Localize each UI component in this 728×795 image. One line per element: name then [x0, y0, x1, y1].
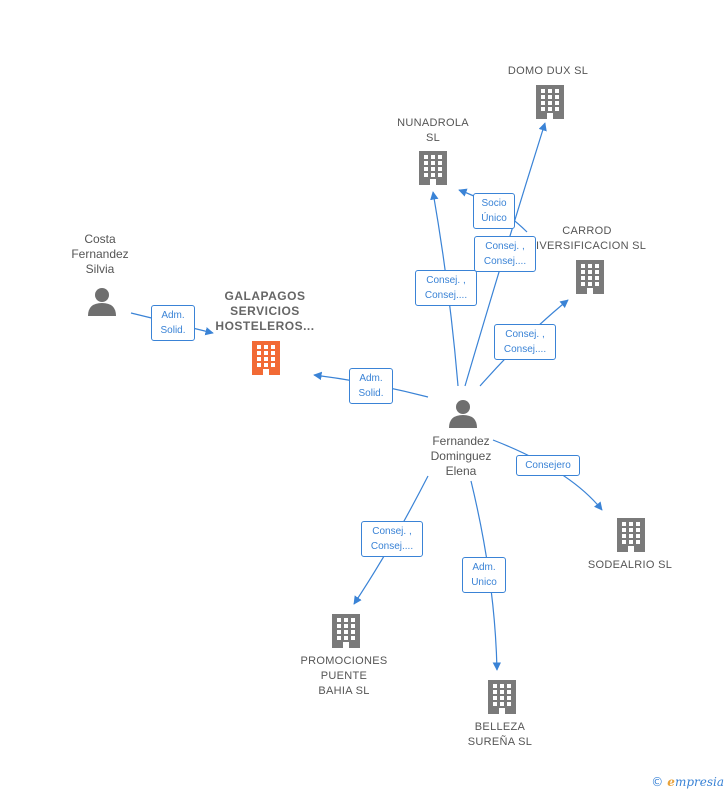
- node-label-domo-dux[interactable]: DOMO DUX SL: [507, 65, 589, 77]
- building-icon: [536, 85, 564, 119]
- node-label-promociones[interactable]: PROMOCIONES PUENTE BAHIA SL: [300, 655, 388, 697]
- edge-label-costa-adm-solid[interactable]: Adm. Solid.: [151, 305, 195, 341]
- node-label-carrod[interactable]: CARROD DIVERSIFICACION SL: [527, 225, 647, 252]
- building-icon: [576, 260, 604, 294]
- building-icon-main: [252, 341, 280, 375]
- node-label-costa[interactable]: Costa Fernandez Silvia: [71, 232, 129, 276]
- building-icon: [332, 614, 360, 648]
- copyright-icon: ©: [651, 775, 664, 789]
- node-label-nunadrola[interactable]: NUNADROLA SL: [397, 117, 469, 144]
- edge-label-consej-carrod[interactable]: Consej. , Consej....: [494, 324, 556, 360]
- building-icon: [419, 151, 447, 185]
- edge-label-fernandez-adm-solid[interactable]: Adm. Solid.: [349, 368, 393, 404]
- edge-label-consejero[interactable]: Consejero: [516, 455, 580, 476]
- brand-e: e: [667, 775, 675, 789]
- edge-label-adm-unico[interactable]: Adm. Unico: [462, 557, 506, 593]
- building-icon: [488, 680, 516, 714]
- brand-name: mpresia: [674, 775, 724, 789]
- edge-label-consej-nunadrola[interactable]: Consej. , Consej....: [415, 270, 477, 306]
- node-label-galapagos[interactable]: GALAPAGOS SERVICIOS HOSTELEROS...: [215, 289, 315, 333]
- node-label-belleza[interactable]: BELLEZA SUREÑA SL: [467, 721, 533, 748]
- person-icon: [449, 400, 477, 428]
- edge-label-consej-promociones[interactable]: Consej. , Consej....: [361, 521, 423, 557]
- node-label-fernandez[interactable]: Fernandez Dominguez Elena: [430, 434, 492, 478]
- edge-label-consej-domo[interactable]: Consej. , Consej....: [474, 236, 536, 272]
- brand-logo[interactable]: ©empresia: [651, 775, 724, 789]
- building-icon: [617, 518, 645, 552]
- node-label-sodealrio[interactable]: SODEALRIO SL: [587, 559, 673, 571]
- edge-label-socio-unico[interactable]: Socio Único: [473, 193, 515, 229]
- person-icon: [88, 288, 116, 316]
